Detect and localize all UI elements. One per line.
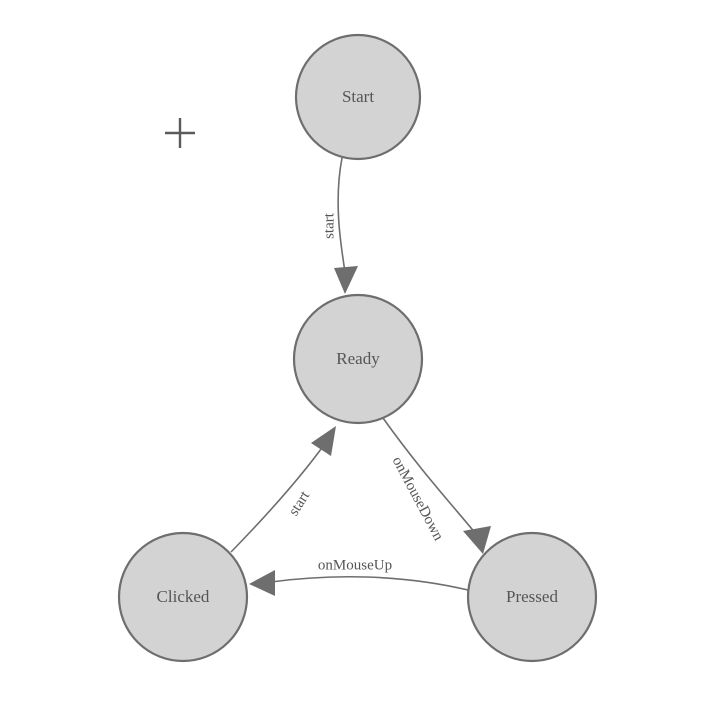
arrowhead-start-to-ready	[334, 266, 358, 294]
arrowhead-clicked-to-ready	[311, 426, 336, 456]
arrowhead-ready-to-pressed	[463, 526, 491, 554]
edge-ready-to-pressed[interactable]: onMouseDown	[382, 417, 491, 554]
edge-label-start-to-ready: start	[321, 212, 337, 239]
edge-label-pressed-to-clicked: onMouseUp	[318, 557, 392, 573]
node-ready-label: Ready	[336, 349, 380, 368]
edge-start-to-ready[interactable]: start	[321, 157, 358, 294]
edge-label-clicked-to-ready: start	[286, 488, 314, 519]
node-clicked-label: Clicked	[157, 587, 210, 606]
node-ready[interactable]: Ready	[292, 293, 424, 425]
node-layer: Start Ready Clicked Pressed	[117, 33, 598, 663]
edge-path-start-to-ready	[337, 157, 346, 273]
edge-pressed-to-clicked[interactable]: onMouseUp	[249, 557, 469, 596]
arrowhead-pressed-to-clicked	[249, 570, 275, 596]
node-clicked-circle	[117, 531, 249, 663]
node-pressed-label: Pressed	[506, 587, 558, 606]
edge-clicked-to-ready[interactable]: start	[230, 426, 336, 553]
edge-path-pressed-to-clicked	[270, 575, 469, 591]
edge-path-ready-to-pressed	[382, 417, 482, 541]
node-pressed-circle	[466, 531, 598, 663]
node-start-label: Start	[342, 87, 374, 106]
node-start-circle	[294, 33, 422, 161]
crosshair-icon	[165, 118, 195, 148]
edge-path-clicked-to-ready	[230, 444, 325, 553]
node-ready-circle	[292, 293, 424, 425]
edge-label-ready-to-pressed: onMouseDown	[389, 454, 447, 544]
node-start[interactable]: Start	[294, 33, 422, 161]
node-clicked[interactable]: Clicked	[117, 531, 249, 663]
node-pressed[interactable]: Pressed	[466, 531, 598, 663]
